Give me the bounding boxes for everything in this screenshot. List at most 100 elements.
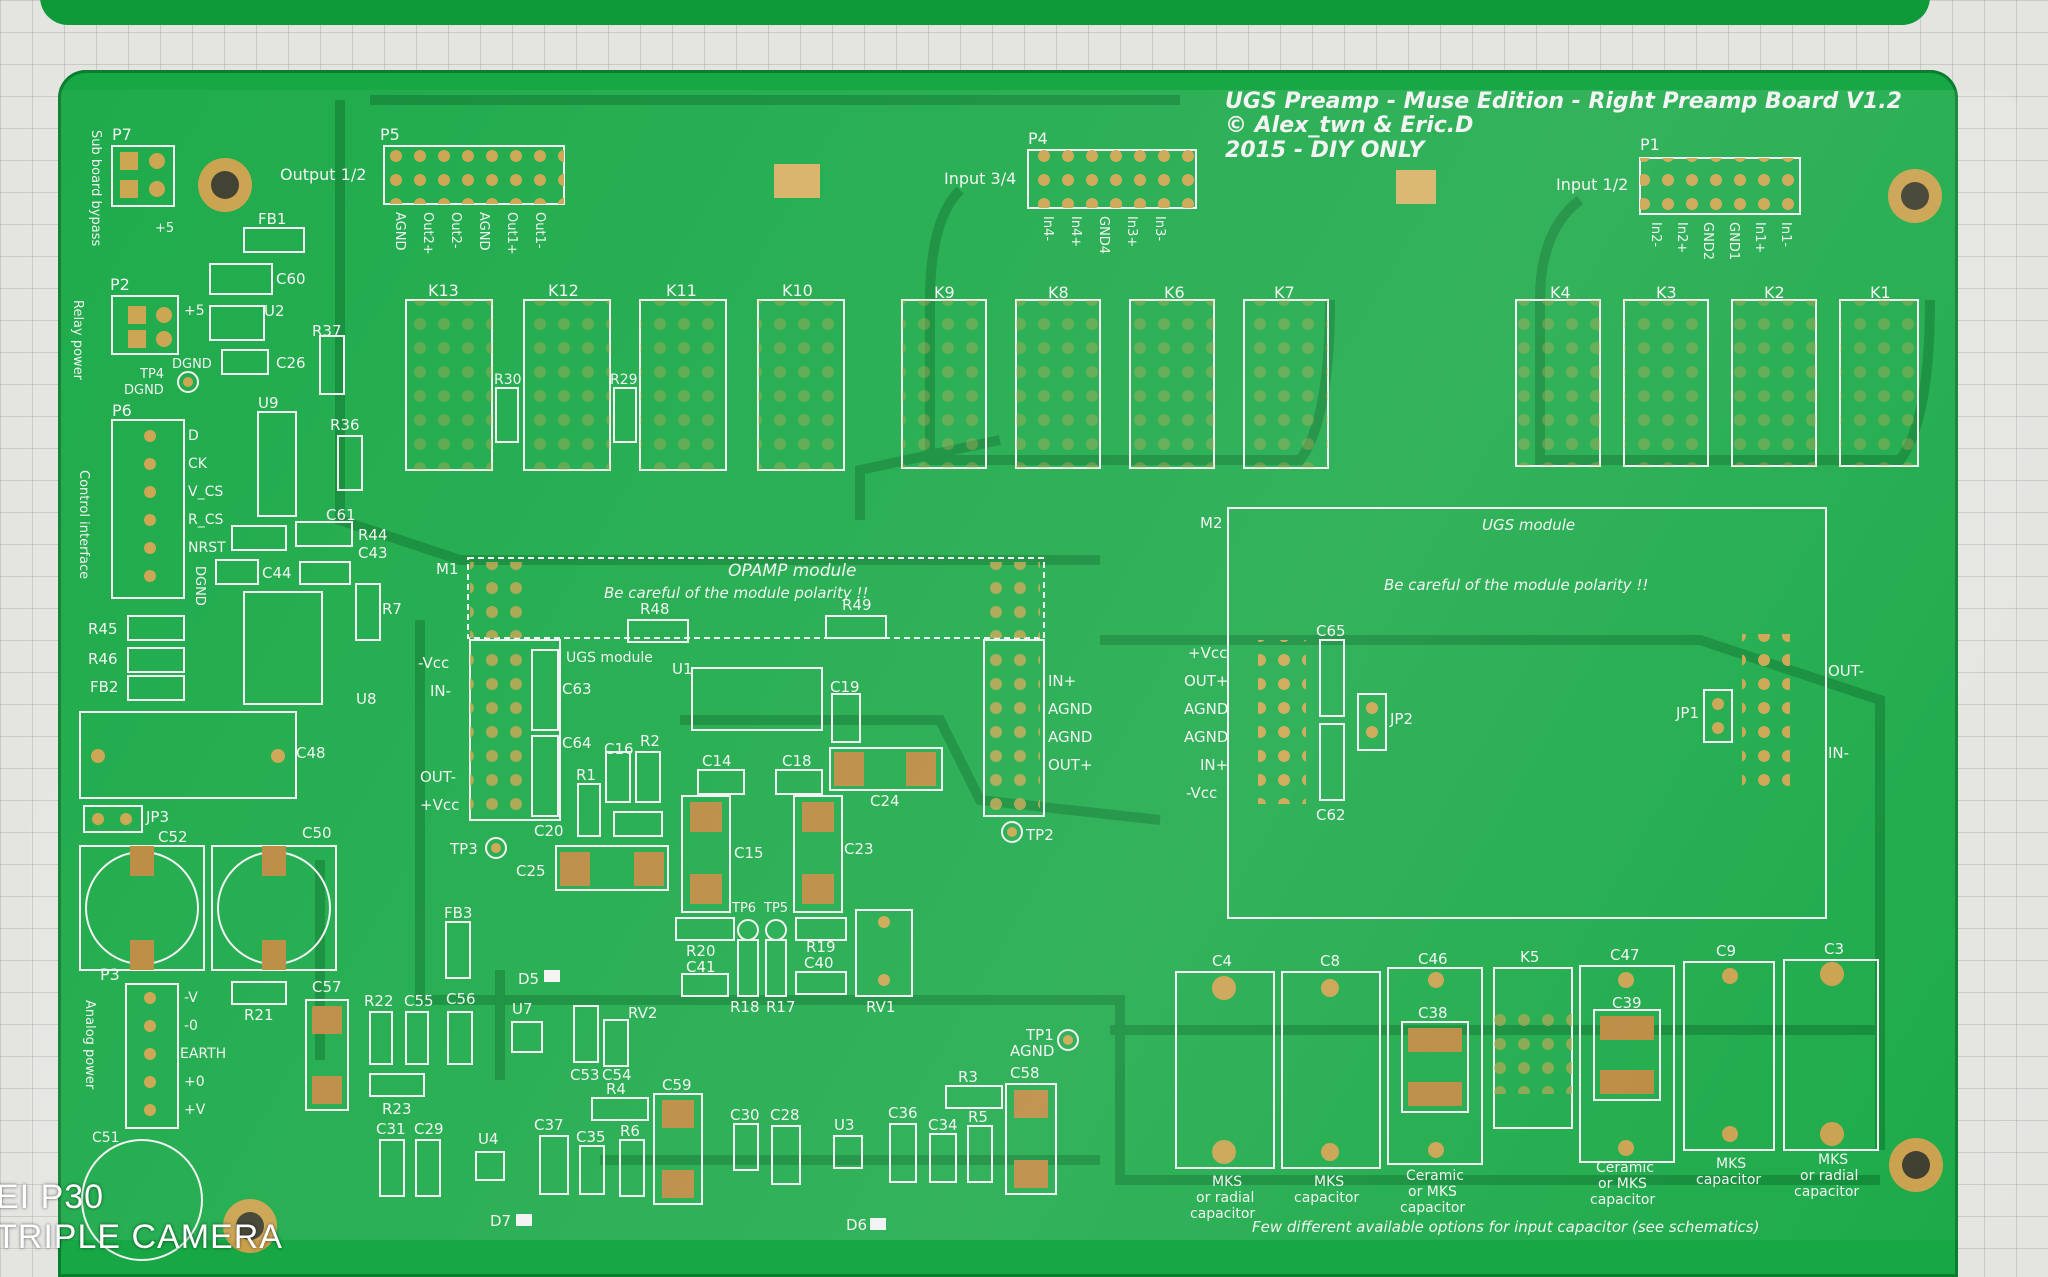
svg-text:+0: +0 xyxy=(184,1074,205,1090)
svg-text:C19: C19 xyxy=(830,678,860,696)
smd-pads-top xyxy=(774,164,1436,204)
svg-text:P4: P4 xyxy=(1028,129,1048,148)
svg-text:Input 1/2: Input 1/2 xyxy=(1556,175,1628,194)
svg-text:R22: R22 xyxy=(364,992,394,1010)
svg-text:In3-: In3- xyxy=(1152,216,1167,241)
svg-text:OUT+: OUT+ xyxy=(1048,756,1093,774)
bottom-capacitors: C4 MKS or radial capacitor C8 MKS capaci… xyxy=(1175,940,1879,1236)
svg-text:C23: C23 xyxy=(844,840,874,858)
svg-text:+V: +V xyxy=(184,1102,206,1118)
svg-text:GND4: GND4 xyxy=(1096,216,1111,254)
svg-text:Control interface: Control interface xyxy=(76,470,91,579)
svg-text:C48: C48 xyxy=(296,744,326,762)
svg-text:+Vcc: +Vcc xyxy=(1188,644,1227,662)
svg-text:-Vcc: -Vcc xyxy=(418,654,449,672)
svg-text:TP6: TP6 xyxy=(731,901,756,916)
svg-text:R_CS: R_CS xyxy=(188,512,224,528)
svg-text:TP4: TP4 xyxy=(139,367,164,382)
svg-text:C26: C26 xyxy=(276,354,306,372)
svg-text:R7: R7 xyxy=(382,600,402,618)
svg-text:In1-: In1- xyxy=(1778,222,1793,247)
connector-p1: P1 Input 1/2 In2- In2+ GND2 GND1 In1+ In… xyxy=(1556,135,1801,260)
svg-text:C30: C30 xyxy=(730,1106,760,1124)
svg-text:C46: C46 xyxy=(1418,950,1448,968)
svg-text:DGND: DGND xyxy=(124,383,164,398)
svg-text:C51: C51 xyxy=(92,1130,120,1146)
svg-text:K12: K12 xyxy=(548,281,579,300)
svg-text:C54: C54 xyxy=(602,1066,632,1084)
svg-text:C57: C57 xyxy=(312,978,342,996)
svg-text:C25: C25 xyxy=(516,862,546,880)
svg-text:CK: CK xyxy=(188,456,208,472)
svg-text:In2-: In2- xyxy=(1648,222,1663,247)
svg-text:R30: R30 xyxy=(494,372,522,388)
svg-text:C16: C16 xyxy=(604,740,634,758)
svg-text:R37: R37 xyxy=(312,322,342,340)
svg-text:capacitor: capacitor xyxy=(1294,1190,1359,1206)
svg-text:D: D xyxy=(188,428,199,444)
svg-text:R3: R3 xyxy=(958,1068,978,1086)
svg-text:U4: U4 xyxy=(478,1130,499,1148)
svg-text:-V: -V xyxy=(184,990,198,1006)
svg-text:U7: U7 xyxy=(512,1000,533,1018)
svg-text:C53: C53 xyxy=(570,1066,600,1084)
svg-text:TP5: TP5 xyxy=(763,901,788,916)
svg-text:C56: C56 xyxy=(446,990,476,1008)
svg-text:C36: C36 xyxy=(888,1104,918,1122)
svg-text:GND2: GND2 xyxy=(1700,222,1715,260)
svg-text:R6: R6 xyxy=(620,1122,640,1140)
svg-text:IN-: IN- xyxy=(430,682,451,700)
svg-text:R44: R44 xyxy=(358,526,388,544)
svg-text:OUT-: OUT- xyxy=(420,768,456,786)
svg-text:JP1: JP1 xyxy=(1675,704,1699,722)
svg-text:U1: U1 xyxy=(672,660,693,678)
svg-text:K9: K9 xyxy=(934,283,955,302)
svg-text:C37: C37 xyxy=(534,1116,564,1134)
svg-text:P2: P2 xyxy=(110,275,130,294)
connector-p3: P3 Analog power -V -0 EARTH +0 +V C51 xyxy=(81,965,226,1261)
svg-text:In3+: In3+ xyxy=(1124,216,1139,247)
svg-text:C43: C43 xyxy=(358,544,388,562)
svg-text:C14: C14 xyxy=(702,752,732,770)
svg-text:capacitor: capacitor xyxy=(1590,1192,1655,1208)
cap-c46: C46 C38 Ceramic or MKS capacitor xyxy=(1387,950,1483,1216)
svg-text:TP1: TP1 xyxy=(1025,1026,1054,1044)
second-pcb-edge xyxy=(40,0,1930,25)
svg-text:Relay power: Relay power xyxy=(70,300,85,381)
svg-text:R48: R48 xyxy=(640,600,670,618)
svg-text:UGS module: UGS module xyxy=(566,650,653,666)
power-section-left: C48 JP3 C52 C50 xyxy=(79,711,337,971)
cap-c8: C8 MKS capacitor xyxy=(1281,952,1381,1206)
svg-text:OUT-: OUT- xyxy=(1828,662,1864,680)
svg-text:K6: K6 xyxy=(1164,283,1185,302)
svg-text:C4: C4 xyxy=(1212,952,1232,970)
svg-text:C38: C38 xyxy=(1418,1004,1448,1022)
relays-right: K4 K3 K2 K1 xyxy=(1515,283,1919,467)
svg-text:P5: P5 xyxy=(380,125,400,144)
svg-text:U2: U2 xyxy=(264,302,285,320)
svg-text:Ceramic: Ceramic xyxy=(1596,1160,1654,1176)
svg-text:R49: R49 xyxy=(842,596,872,614)
svg-text:or MKS: or MKS xyxy=(1408,1184,1457,1200)
svg-text:capacitor: capacitor xyxy=(1696,1172,1761,1188)
svg-text:C60: C60 xyxy=(276,270,306,288)
svg-text:C58: C58 xyxy=(1010,1064,1040,1082)
svg-text:-0: -0 xyxy=(184,1018,198,1034)
relays-mid: K9 K8 K6 K7 xyxy=(901,283,1329,469)
svg-text:MKS: MKS xyxy=(1716,1156,1746,1172)
svg-text:R17: R17 xyxy=(766,998,796,1016)
svg-text:R5: R5 xyxy=(968,1108,988,1126)
svg-text:R19: R19 xyxy=(806,938,836,956)
svg-text:P7: P7 xyxy=(112,125,132,144)
svg-text:IN+: IN+ xyxy=(1048,672,1076,690)
svg-text:AGND: AGND xyxy=(1184,700,1228,718)
svg-text:C29: C29 xyxy=(414,1120,444,1138)
cap-c3: C3 MKS or radial capacitor xyxy=(1783,940,1879,1200)
svg-text:Sub board bypass: Sub board bypass xyxy=(88,130,103,246)
svg-text:C50: C50 xyxy=(302,824,332,842)
svg-text:DGND: DGND xyxy=(192,566,207,606)
svg-text:AGND: AGND xyxy=(392,212,407,250)
svg-text:C20: C20 xyxy=(534,822,564,840)
svg-text:Be careful of the module polar: Be careful of the module polarity !! xyxy=(1384,576,1648,594)
